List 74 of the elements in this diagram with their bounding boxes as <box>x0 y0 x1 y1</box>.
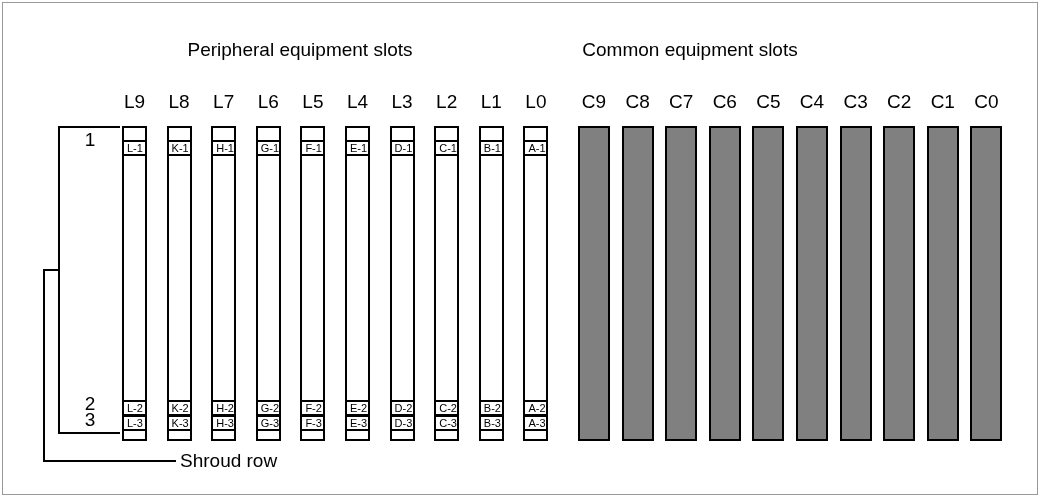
slot-cell: E-1 <box>347 140 368 156</box>
slot-cell: D-1 <box>391 140 413 156</box>
common-slot <box>970 126 1003 441</box>
common-slot <box>708 126 741 441</box>
slot-cell: A-3 <box>525 415 547 431</box>
peripheral-slot <box>166 126 192 441</box>
slot-cell: G-2 <box>257 400 279 416</box>
slot-cell: G-1 <box>257 140 279 156</box>
common-slot <box>883 126 916 441</box>
peripheral-slot <box>255 126 281 441</box>
slot-number-label: L2 <box>436 92 458 112</box>
slot-number-label: L6 <box>257 92 279 112</box>
common-slot <box>665 126 698 441</box>
slot-number-label: L5 <box>302 92 324 112</box>
slot-cell: E-3 <box>347 415 368 431</box>
slot-number-label: L0 <box>525 92 547 112</box>
common-slot <box>578 126 610 441</box>
common-slot <box>752 126 785 441</box>
slot-cell: F-3 <box>302 415 324 431</box>
slot-number-label: C0 <box>974 92 999 112</box>
peripheral-slot <box>300 126 326 441</box>
slot-number-label: C8 <box>625 92 650 112</box>
peripheral-slot <box>389 126 415 441</box>
slot-number-label: C5 <box>756 92 781 112</box>
slot-number-label: L9 <box>123 92 146 112</box>
shroud-label: Shroud row <box>180 451 278 471</box>
slot-cell: L-1 <box>124 140 145 156</box>
slot-number-label: L7 <box>213 92 235 112</box>
slot-cell: L-3 <box>124 415 145 431</box>
peripheral-slot <box>478 126 504 441</box>
slot-cell: G-3 <box>257 415 279 431</box>
slot-cell: L-2 <box>124 400 145 416</box>
slot-cell: H-1 <box>213 140 235 156</box>
slot-number-label: L3 <box>391 92 413 112</box>
slot-cell: F-2 <box>302 400 324 416</box>
section-heading: Common equipment slots <box>582 40 798 60</box>
slot-cell: C-2 <box>436 400 458 416</box>
peripheral-slot <box>523 126 549 441</box>
slot-number-label: C6 <box>712 92 737 112</box>
slot-cell: E-2 <box>347 400 368 416</box>
slot-number-label: L4 <box>346 92 369 112</box>
peripheral-slot <box>345 126 370 441</box>
slot-cell: H-3 <box>213 415 235 431</box>
common-slot <box>839 126 872 441</box>
slot-cell: K-1 <box>168 140 190 156</box>
row-number: 1 <box>84 130 96 150</box>
slot-cell: A-2 <box>525 400 547 416</box>
slot-number-label: C9 <box>581 92 607 112</box>
slot-cell: K-2 <box>168 400 190 416</box>
slot-cell: A-1 <box>525 140 547 156</box>
slot-number-label: C7 <box>669 92 694 112</box>
common-slot <box>796 126 828 441</box>
slot-number-label: C3 <box>843 92 868 112</box>
slot-cell: B-1 <box>480 140 502 156</box>
slot-cell: H-2 <box>213 400 235 416</box>
slot-number-label: L8 <box>168 92 190 112</box>
slot-cell: B-3 <box>480 415 502 431</box>
peripheral-slot <box>434 126 460 441</box>
slot-number-label: C1 <box>930 92 955 112</box>
slot-cell: D-3 <box>391 415 413 431</box>
slot-cell: C-3 <box>436 415 458 431</box>
slot-number-label: L1 <box>480 92 502 112</box>
slot-cell: B-2 <box>480 400 502 416</box>
common-slot <box>621 126 654 441</box>
section-heading: Peripheral equipment slots <box>187 40 413 60</box>
slot-cell: K-3 <box>168 415 190 431</box>
slot-cell: F-1 <box>302 140 324 156</box>
slot-cell: D-2 <box>391 400 413 416</box>
slot-number-label: C2 <box>887 92 912 112</box>
slot-number-label: C4 <box>799 92 825 112</box>
peripheral-slot <box>211 126 237 441</box>
common-slot <box>926 126 959 441</box>
peripheral-slot <box>122 126 147 441</box>
slot-cell: C-1 <box>436 140 458 156</box>
